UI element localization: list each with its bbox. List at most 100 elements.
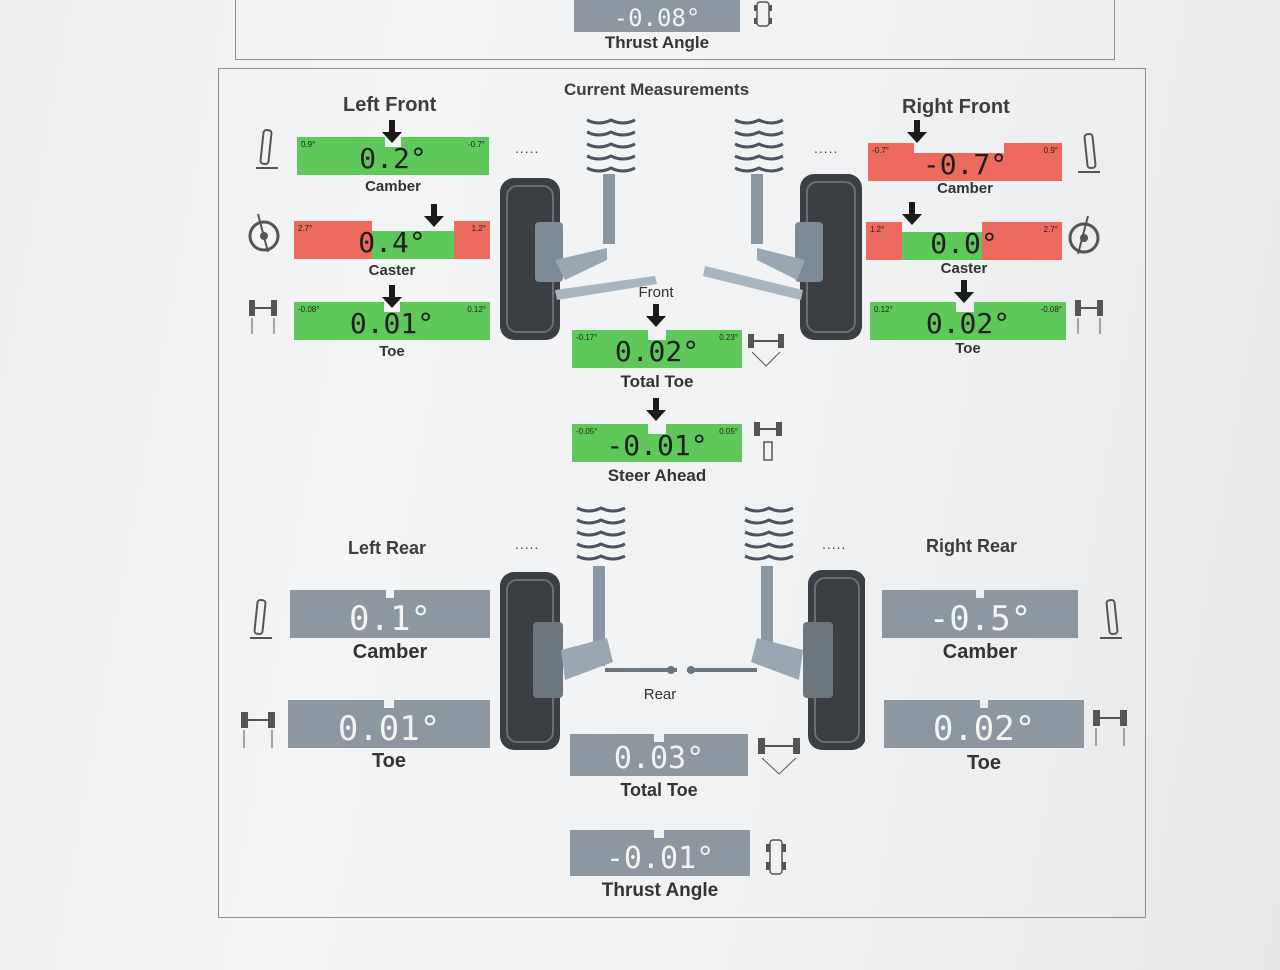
left-rear-camber-gauge: 0.1°: [290, 590, 490, 638]
steer-ahead-value: -0.01°: [606, 429, 708, 462]
gauge-bar: [290, 590, 490, 638]
right-front-title: Right Front: [902, 96, 1010, 118]
rear-total-toe-gauge: 0.03°: [570, 734, 748, 776]
camber-wheel-icon: [1078, 132, 1100, 173]
gauge-bar: [882, 590, 1078, 638]
rear-total-toe-label: Total Toe: [620, 780, 698, 800]
left-front-caster-value: 0.4°: [358, 226, 426, 259]
gauge-bar: [884, 700, 1084, 748]
right-front-caster-label: Caster: [940, 260, 988, 277]
left-front-camber-label: Camber: [365, 178, 421, 195]
rear-axle-label: Rear: [643, 686, 677, 703]
gauge-bar: [868, 143, 1062, 181]
gauge-bar: [870, 302, 1066, 340]
gauge-bar: [294, 302, 490, 340]
camber-wheel-icon: [1100, 598, 1122, 639]
front-left-dots: .....: [515, 140, 540, 156]
gauge-bar: [572, 424, 742, 462]
caster-wheel-icon: [1068, 215, 1100, 255]
toe-wheels-icon: [1093, 710, 1127, 746]
rear-left-dots: .....: [515, 536, 540, 552]
total-toe-icon: [748, 334, 784, 367]
right-front-camber-label: Camber: [937, 180, 993, 197]
right-front-toe-min: 0.12°: [874, 305, 893, 314]
left-front-caster-max: 1.2°: [471, 224, 486, 233]
right-front-camber-gauge: -0.7° 0.9° -0.7°: [868, 143, 1062, 181]
gauge-bar: [294, 221, 490, 259]
right-front-camber-min: -0.7°: [872, 146, 889, 155]
car-topview-icon: [766, 839, 786, 875]
left-front-toe-gauge: -0.08° 0.12° 0.01°: [294, 302, 490, 340]
left-front-toe-value: 0.01°: [349, 307, 435, 340]
right-front-toe-max: -0.08°: [1040, 305, 1062, 314]
right-front-toe-gauge: 0.12° -0.08° 0.02°: [870, 302, 1066, 340]
rear-thrust-angle-value: -0.01°: [605, 841, 715, 876]
steer-ahead-icon: [754, 422, 782, 461]
gauge-bar: [288, 700, 490, 748]
left-front-toe-min: -0.08°: [298, 305, 320, 314]
front-total-toe-gauge: -0.17° 0.23° 0.02°: [572, 330, 742, 368]
left-rear-toe-label: Toe: [371, 750, 407, 772]
right-rear-toe-value: 0.02°: [932, 709, 1036, 749]
left-rear-camber-value: 0.1°: [349, 599, 431, 639]
rear-thrust-angle-gauge: -0.01°: [570, 830, 750, 876]
gauge-bar: [572, 330, 742, 368]
front-total-toe-min: -0.17°: [576, 333, 598, 342]
car-topview-icon: [754, 1, 772, 27]
right-rear-title: Right Rear: [926, 536, 1018, 556]
front-axle-label: Front: [638, 284, 674, 301]
camber-wheel-icon: [256, 128, 278, 169]
steer-ahead-label: Steer Ahead: [607, 466, 707, 485]
left-front-camber-min: 0.9°: [301, 140, 316, 149]
front-total-toe-value: 0.02°: [614, 335, 700, 368]
gauge-bar: [297, 137, 489, 175]
gauge-bar: [866, 222, 1062, 260]
toe-wheels-icon: [1075, 300, 1103, 334]
total-toe-icon: [758, 738, 800, 775]
right-rear-camber-gauge: -0.5°: [882, 590, 1078, 638]
camber-wheel-icon: [250, 598, 272, 639]
top-thrust-angle-gauge: -0.08°: [574, 0, 740, 32]
right-front-caster-value: 0.0°: [930, 227, 998, 260]
left-rear-camber-label: Camber: [352, 641, 428, 663]
rear-total-toe-value: 0.03°: [613, 741, 705, 776]
steer-ahead-max: 0.05°: [719, 427, 738, 436]
steer-ahead-gauge: -0.05° 0.05° -0.01°: [572, 424, 742, 462]
rear-thrust-angle-label: Thrust Angle: [601, 880, 719, 901]
left-front-caster-label: Caster: [368, 262, 416, 279]
right-front-toe-value: 0.02°: [925, 307, 1011, 340]
left-front-toe-max: 0.12°: [467, 305, 486, 314]
left-front-camber-value: 0.2°: [359, 142, 427, 175]
gauge-bar: [570, 830, 750, 876]
gauge-bar: [570, 734, 748, 776]
top-thrust-angle-value: -0.08°: [613, 4, 701, 32]
left-front-caster-gauge: 2.7° 1.2° 0.4°: [294, 221, 490, 259]
front-right-dots: .....: [814, 140, 839, 156]
left-front-toe-label: Toe: [379, 343, 405, 360]
right-rear-toe-gauge: 0.02°: [884, 700, 1084, 748]
right-rear-toe-label: Toe: [966, 752, 1002, 774]
caster-wheel-icon: [248, 213, 280, 253]
right-front-caster-gauge: 1.2° 2.7° 0.0°: [866, 222, 1062, 260]
right-front-camber-max: 0.9°: [1043, 146, 1058, 155]
gauge-bar: [574, 0, 740, 32]
right-front-camber-value: -0.7°: [922, 148, 1008, 181]
left-rear-title: Left Rear: [348, 538, 427, 558]
left-front-camber-gauge: 0.9° -0.7° 0.2°: [297, 137, 489, 175]
suspension-diagram: [500, 118, 865, 750]
steer-ahead-min: -0.05°: [576, 427, 598, 436]
front-total-toe-label: Total Toe: [620, 372, 694, 391]
previous-section-box: [235, 0, 1115, 60]
toe-wheels-icon: [241, 712, 275, 748]
current-measurements-heading: Current Measurements: [564, 80, 750, 99]
right-front-caster-min: 1.2°: [870, 225, 885, 234]
left-rear-toe-gauge: 0.01°: [288, 700, 490, 748]
top-thrust-angle-label: Thrust Angle: [604, 33, 710, 52]
right-front-caster-max: 2.7°: [1043, 225, 1058, 234]
current-measurements-panel: [218, 68, 1146, 918]
left-front-title: Left Front: [343, 94, 437, 116]
front-total-toe-max: 0.23°: [719, 333, 738, 342]
toe-wheels-icon: [249, 300, 277, 334]
left-rear-toe-value: 0.01°: [337, 709, 441, 749]
